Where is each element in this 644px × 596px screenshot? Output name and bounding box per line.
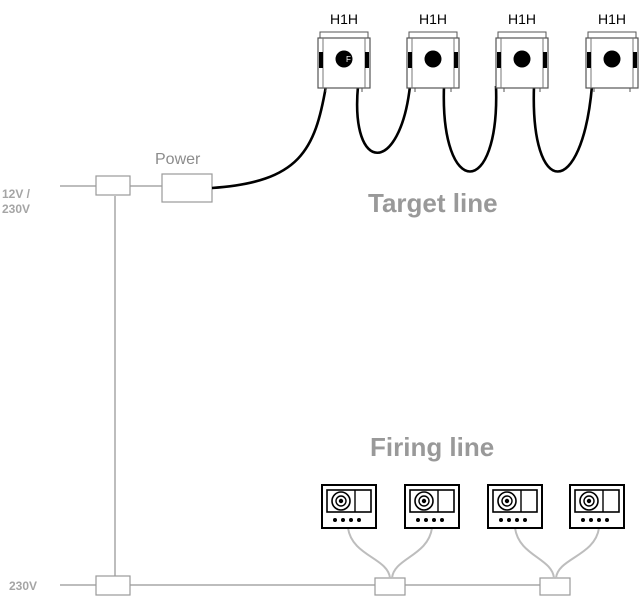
target-indicator-icon [335, 50, 353, 68]
target-units: F H1H H1H H1H [317, 11, 639, 92]
supply-bottom-voltage: 230V [9, 579, 37, 593]
firing-splitter-2 [539, 577, 571, 596]
cable-power-to-unit-1 [211, 85, 328, 190]
power-label: Power [155, 151, 201, 168]
unit-label: H1H [598, 11, 626, 27]
firing-splitter-1 [374, 577, 406, 596]
firing-unit[interactable] [487, 484, 543, 529]
target-unit[interactable]: H1H [495, 11, 549, 92]
target-cable [211, 85, 594, 190]
cable-loop-2 [442, 85, 498, 173]
firing-line-label: Firing line [370, 432, 494, 462]
target-unit[interactable]: H1H [585, 11, 639, 92]
firing-unit[interactable] [569, 484, 625, 529]
firing-drop-cables [347, 527, 600, 579]
target-indicator-icon [513, 50, 531, 68]
cable-loop-3 [532, 85, 594, 173]
firing-unit[interactable] [321, 484, 377, 529]
target-unit[interactable]: F H1H [317, 11, 371, 92]
supply-top-voltage-line2: 230V [2, 202, 30, 216]
power-supply-box [161, 173, 213, 203]
firing-units [321, 484, 625, 529]
unit-label: H1H [330, 11, 358, 27]
supply-top-voltage-line1: 12V / [2, 187, 31, 201]
target-line-label: Target line [368, 188, 498, 218]
drop-cable-2 [391, 527, 433, 579]
target-indicator-icon [603, 50, 621, 68]
junction-box-top [95, 175, 131, 196]
drop-cable-4 [555, 527, 600, 579]
supply-wiring [60, 173, 571, 596]
cable-loop-1 [355, 85, 412, 155]
drop-cable-3 [514, 527, 555, 579]
unit-label: H1H [508, 11, 536, 27]
svg-text:F: F [346, 55, 351, 64]
target-unit[interactable]: H1H [406, 11, 460, 92]
junction-box-bottom [95, 575, 131, 596]
drop-cable-1 [347, 527, 391, 579]
unit-label: H1H [419, 11, 447, 27]
target-indicator-icon [424, 50, 442, 68]
firing-unit[interactable] [404, 484, 460, 529]
